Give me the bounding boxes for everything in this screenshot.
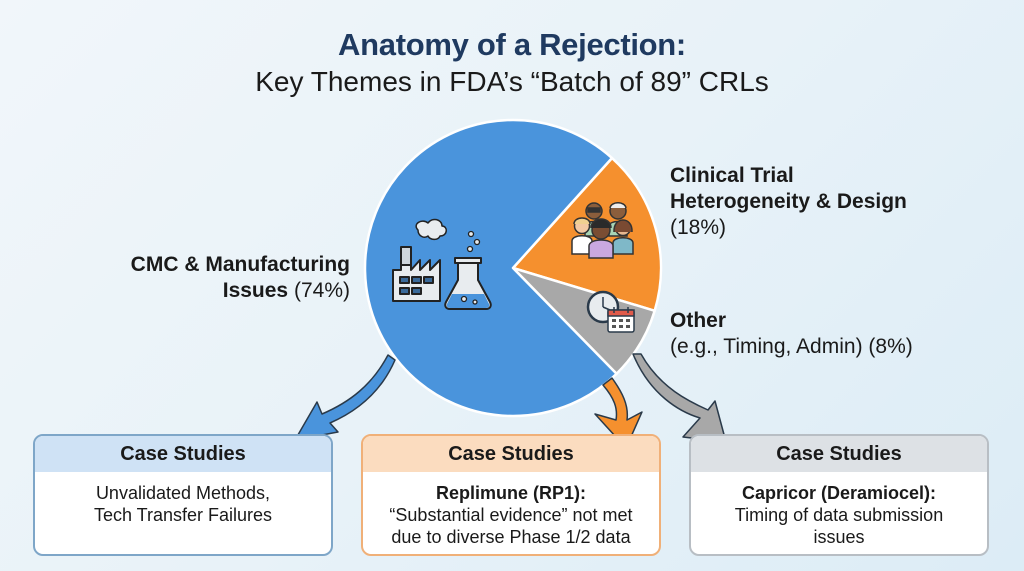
case-card-line: Timing of data submission (734, 505, 944, 525)
factory-flask-icon (392, 218, 492, 310)
label-other-detail: (e.g., Timing, Admin) (8%) (670, 335, 913, 358)
case-card-header: Case Studies (35, 436, 331, 472)
label-clinical-title1: Clinical Trial (670, 164, 794, 187)
case-card-line: Tech Transfer Failures (93, 505, 273, 525)
case-card-clinical: Case Studies Replimune (RP1): “Substanti… (361, 434, 661, 556)
label-clinical: Clinical Trial Heterogeneity & Design (1… (670, 163, 990, 241)
label-clinical-title2: Heterogeneity & Design (670, 190, 907, 213)
case-card-header: Case Studies (691, 436, 987, 472)
case-card-company: Replimune (RP1): (435, 483, 586, 503)
pie-slice-cmc (363, 118, 618, 418)
page-title: Anatomy of a Rejection: (338, 27, 686, 62)
arrow-other (632, 353, 727, 443)
label-cmc-title2: Issues (222, 279, 289, 302)
arrow-clinical (594, 377, 643, 449)
people-group-icon (571, 202, 634, 259)
case-card-line: issues (813, 527, 865, 547)
label-other-title: Other (670, 309, 727, 332)
label-cmc: CMC & Manufacturing Issues (74%) (90, 252, 350, 304)
case-card-header: Case Studies (363, 436, 659, 472)
case-card-cmc: Case Studies Unvalidated Methods, Tech T… (33, 434, 333, 556)
label-other: Other (e.g., Timing, Admin) (8%) (670, 308, 990, 360)
page-subtitle: Key Themes in FDA’s “Batch of 89” CRLs (255, 66, 769, 97)
arrow-cmc (294, 354, 396, 441)
case-card-line: due to diverse Phase 1/2 data (391, 527, 631, 547)
clock-calendar-icon (586, 290, 635, 333)
case-card-line: Unvalidated Methods, (95, 483, 271, 503)
label-cmc-title: CMC & Manufacturing (130, 253, 350, 276)
label-cmc-pct: (74%) (293, 279, 350, 302)
case-card-company: Capricor (Deramiocel): (741, 483, 937, 503)
case-card-other: Case Studies Capricor (Deramiocel): Timi… (689, 434, 989, 556)
case-card-line: “Substantial evidence” not met (389, 505, 633, 525)
label-clinical-pct: (18%) (670, 216, 727, 239)
